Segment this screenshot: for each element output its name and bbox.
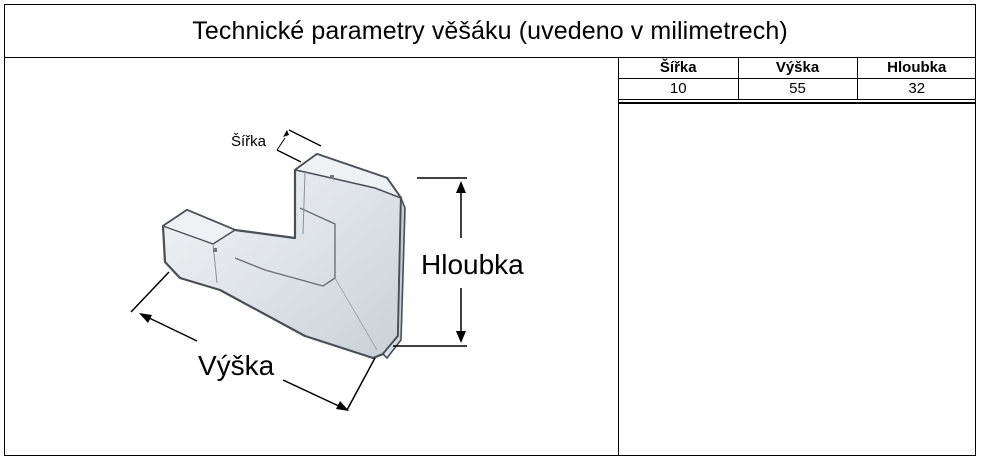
value-height: 55: [737, 78, 858, 100]
title-bar: Technické parametry věšáku (uvedeno v mi…: [5, 5, 975, 58]
parameters-panel: Šířka Výška Hloubka 10 55 32: [618, 58, 976, 455]
value-width: 10: [619, 78, 739, 100]
hanger-figure: Šířka Hloubka Výška: [5, 58, 618, 455]
width-dimension: [276, 129, 322, 163]
header-width: Šířka: [619, 58, 739, 79]
spec-frame: Technické parametry věšáku (uvedeno v mi…: [4, 4, 976, 456]
height-label: Výška: [198, 350, 275, 381]
empty-area: [619, 102, 976, 455]
width-label: Šířka: [231, 133, 267, 150]
table-row: 10 55 32: [619, 78, 976, 100]
hanger-body: [161, 152, 406, 360]
hanger-illustration: Šířka Hloubka Výška: [130, 129, 524, 411]
parameters-table: Šířka Výška Hloubka 10 55 32: [619, 58, 976, 100]
depth-dimension: [393, 177, 467, 347]
header-depth: Hloubka: [856, 58, 976, 79]
table-header-row: Šířka Výška Hloubka: [619, 58, 976, 79]
header-height: Výška: [737, 58, 858, 79]
page-title: Technické parametry věšáku (uvedeno v mi…: [192, 16, 788, 45]
height-dimension: [130, 271, 376, 411]
depth-label: Hloubka: [421, 249, 524, 280]
value-depth: 32: [856, 78, 976, 100]
